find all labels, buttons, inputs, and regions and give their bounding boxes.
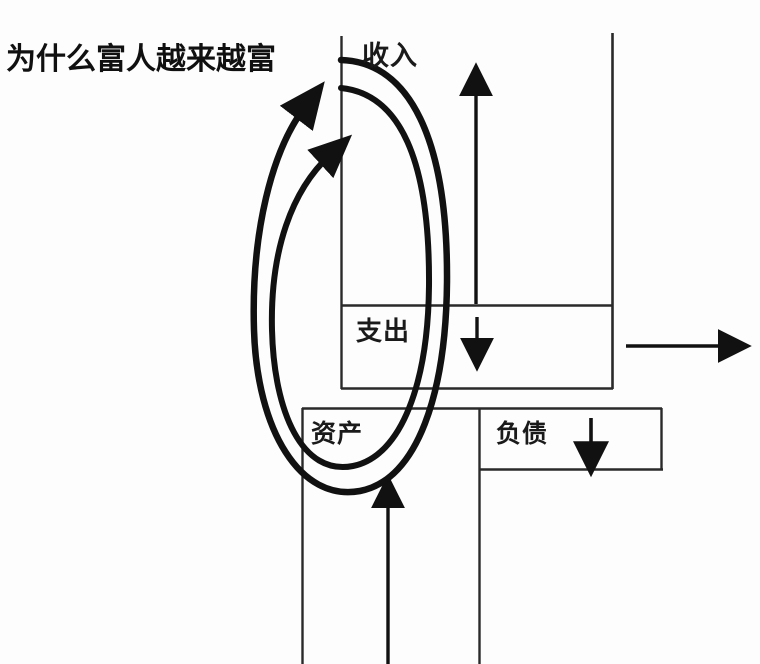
income-box-label: 收入 [362,41,418,72]
page-title: 为什么富人越来越富 [6,42,276,77]
reinvestment-loops [250,56,451,496]
expenses-box-label: 支出 [356,317,411,347]
flow-arrows [371,62,752,664]
liabilities-box-label: 负债 [496,419,549,448]
box-rules [301,33,663,664]
inner-loop-arrow [268,85,433,471]
assets-box-label: 资产 [311,419,364,448]
outer-loop-arrow [250,56,451,496]
